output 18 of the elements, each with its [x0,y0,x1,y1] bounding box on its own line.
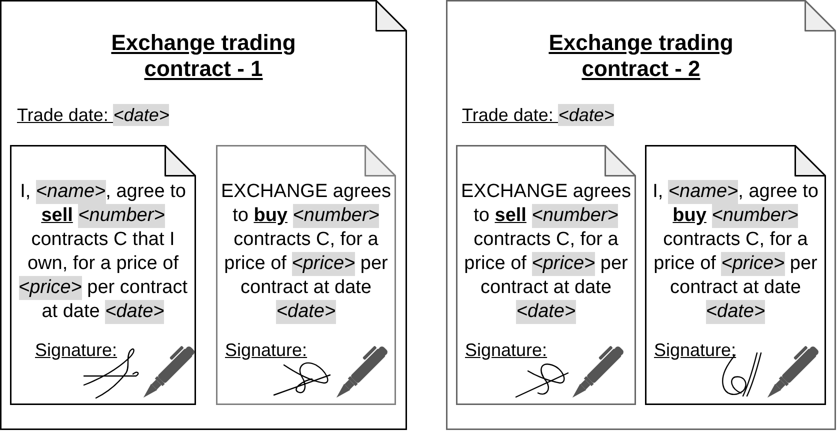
signature-label: Signature: [35,339,118,361]
agreement-text: I, <name>, agree to sell <number> contracts C that I own, for a price of <price> per contract at date <date> [18,180,188,324]
agreement-text: EXCHANGE agrees to sell <number> contracts C, for a price of <price> per contract at date <date> [460,180,632,324]
agreement-text: I, <name>, agree to buy <number> contracts C, for a price of <price> per contract at date <date> [652,180,820,324]
document-title: Exchange trading contract - 1 [110,30,297,82]
signature-label: Signature: [654,339,736,361]
document-sheet [645,145,826,405]
signature-label: Signature: [465,339,548,361]
trade-date-text: Trade date: <date> [17,104,170,126]
document-sheet [446,0,836,430]
document-sheet [216,145,396,405]
agreement-text: EXCHANGE agrees to buy <number> contracts C, for a price of <price> per contract at date <date> [220,180,392,324]
document-sheet [10,145,196,405]
document-sheet [456,145,636,405]
document-title: Exchange trading contract - 2 [548,30,734,82]
document-sheet [0,0,407,430]
trade-date-text: Trade date: <date> [462,104,614,126]
signature-label: Signature: [225,339,308,361]
